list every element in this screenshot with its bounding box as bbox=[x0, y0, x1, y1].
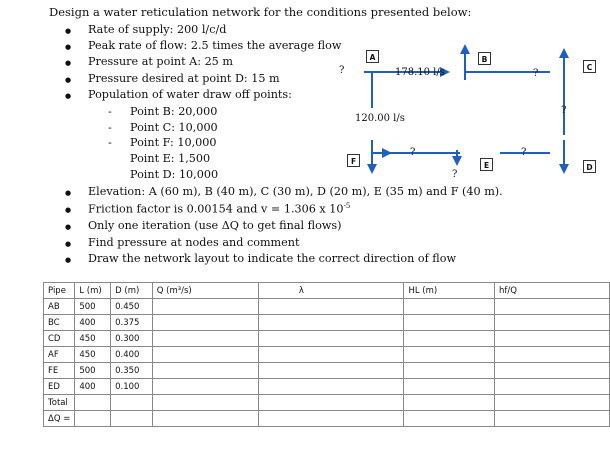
population-point-d: Point D: 10,000 bbox=[130, 168, 219, 181]
population-point-b: Point B: 20,000 bbox=[130, 105, 218, 118]
node-d: D bbox=[583, 160, 596, 173]
pipe-table: Pipe L (m) D (m) Q (m³/s) λ HL (m) hf/Q … bbox=[42, 282, 610, 427]
node-c: C bbox=[583, 60, 596, 73]
exponent: -5 bbox=[343, 202, 351, 210]
friction-text: Friction factor is 0.00154 and v = 1.306… bbox=[88, 202, 344, 216]
problem-heading: Design a water reticulation network for … bbox=[49, 5, 472, 19]
col-hf-q: hf/Q bbox=[494, 282, 610, 299]
node-a: A bbox=[366, 50, 379, 63]
table-header-row: Pipe L (m) D (m) Q (m³/s) λ HL (m) hf/Q bbox=[42, 282, 610, 299]
col-lambda: λ bbox=[257, 282, 405, 299]
col-headloss: HL (m) bbox=[403, 282, 496, 299]
unknown-e: ? bbox=[452, 169, 458, 180]
dash-mark: - bbox=[108, 136, 112, 149]
flow-label-af: 120.00 l/s bbox=[355, 113, 405, 124]
col-flow: Q (m³/s) bbox=[151, 282, 259, 299]
node-f: F bbox=[347, 154, 360, 167]
network-lines bbox=[364, 44, 569, 174]
flow-label-ab: 178.10 l/s bbox=[395, 67, 445, 78]
unknown-cd: ? bbox=[561, 105, 567, 116]
dash-mark: - bbox=[108, 121, 112, 134]
node-b: B bbox=[478, 52, 491, 65]
col-pipe: Pipe bbox=[42, 282, 76, 299]
dash-mark: - bbox=[108, 105, 112, 118]
unknown-ab: ? bbox=[339, 65, 345, 76]
population-point-c: Point C: 10,000 bbox=[130, 121, 218, 134]
network-diagram: A B C D E F 178.10 l/s 120.00 l/s ? ? ? … bbox=[330, 40, 610, 180]
table-delta-q-row: ΔQ = bbox=[42, 410, 610, 427]
unknown-fe: ? bbox=[410, 147, 416, 158]
population-point-e: Point E: 1,500 bbox=[130, 152, 211, 165]
table-total-row: Total bbox=[42, 394, 610, 411]
unknown-bc: ? bbox=[533, 68, 539, 79]
population-point-f: Point F: 10,000 bbox=[130, 136, 217, 149]
unknown-ed: ? bbox=[521, 147, 527, 158]
col-diameter: D (m) bbox=[110, 282, 153, 299]
col-length: L (m) bbox=[74, 282, 112, 299]
node-e: E bbox=[480, 158, 493, 171]
